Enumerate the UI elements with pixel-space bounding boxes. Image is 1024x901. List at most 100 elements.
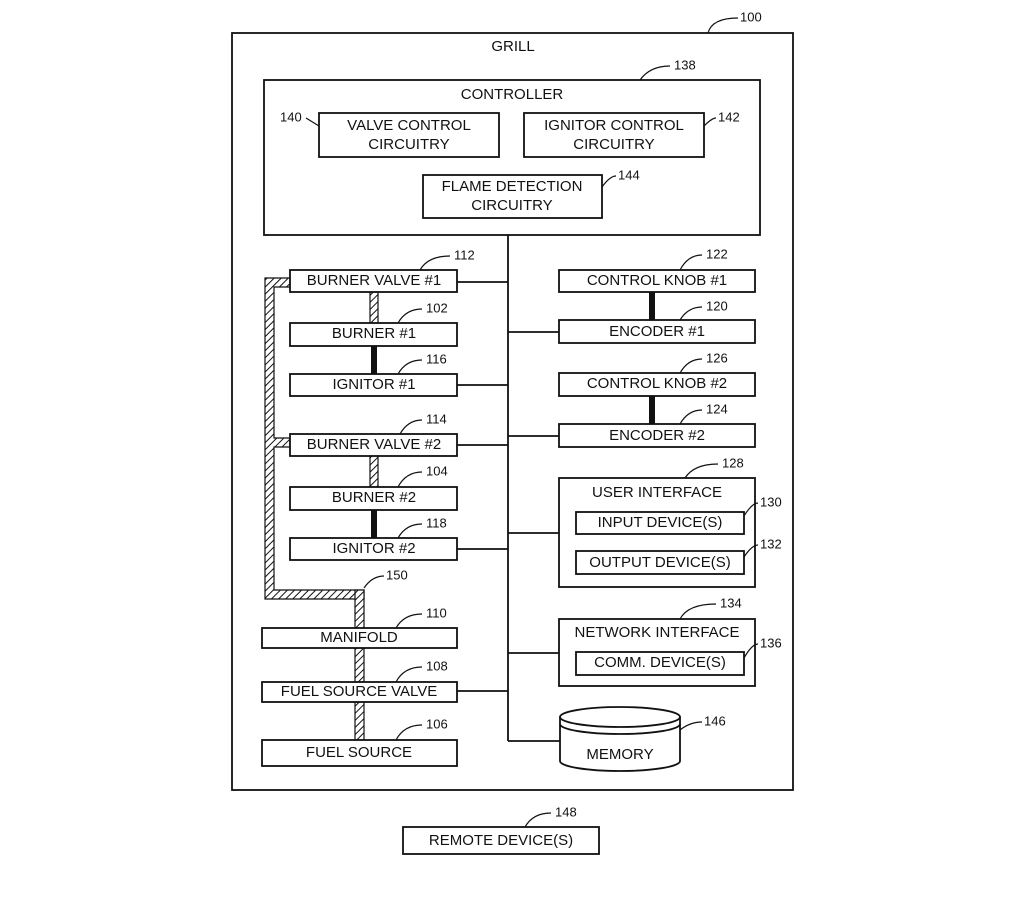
control-knob-2-ref-lead <box>679 358 703 374</box>
controller-label: CONTROLLER <box>461 86 564 103</box>
memory-label: MEMORY <box>586 746 653 763</box>
output-devices-label: OUTPUT DEVICE(S) <box>589 554 730 571</box>
comm-devices-ref-lead <box>743 643 759 659</box>
valve-control-box <box>318 112 500 158</box>
output-devices-ref-lead <box>743 544 759 558</box>
flame-detection-label-2: CIRCUITRY <box>471 197 552 214</box>
valve-control-label-2: CIRCUITRY <box>368 136 449 153</box>
control-knob-1-ref: 122 <box>706 246 728 261</box>
burner-1-ref: 102 <box>426 300 448 315</box>
ignitor-1-label: IGNITOR #1 <box>332 376 415 393</box>
flame-detection-label-1: FLAME DETECTION <box>442 178 583 195</box>
ignitor-2-box <box>289 537 458 561</box>
input-devices-ref: 130 <box>760 494 782 509</box>
user-interface-ref-lead <box>684 463 719 479</box>
burner-2-label: BURNER #2 <box>332 489 416 506</box>
control-knob-1-box <box>558 269 756 293</box>
network-interface-ref-lead <box>679 603 717 620</box>
remote-devices-box <box>402 826 600 855</box>
output-devices-box <box>575 550 745 575</box>
ignitor-control-ref: 142 <box>718 109 740 124</box>
burner-1-label: BURNER #1 <box>332 325 416 342</box>
valve-control-ref: 140 <box>280 109 302 124</box>
ignitor-2-ref-lead <box>397 523 423 539</box>
fuel-source-label: FUEL SOURCE <box>306 744 412 761</box>
control-knob-2-ref: 126 <box>706 350 728 365</box>
control-knob-1-ref-lead <box>679 254 703 271</box>
remote-devices-label: REMOTE DEVICE(S) <box>429 832 573 849</box>
control-knob-2-box <box>558 372 756 397</box>
user-interface-label: USER INTERFACE <box>592 484 722 501</box>
input-devices-label: INPUT DEVICE(S) <box>598 514 723 531</box>
comm-devices-ref: 136 <box>760 635 782 650</box>
control-knob-1-label: CONTROL KNOB #1 <box>587 272 727 289</box>
fuel-source-valve-ref-lead <box>395 666 423 683</box>
encoder-2-box <box>558 423 756 448</box>
remote-devices-ref: 148 <box>555 804 577 819</box>
output-devices-ref: 132 <box>760 536 782 551</box>
burner-1-ref-lead <box>397 308 423 324</box>
flame-detection-ref: 144 <box>618 167 640 182</box>
controller-ref-lead <box>639 65 671 81</box>
fuel-source-valve-ref: 108 <box>426 658 448 673</box>
encoder-1-ref: 120 <box>706 298 728 313</box>
manifold-label: MANIFOLD <box>320 629 398 646</box>
flame-detection-ref-lead <box>601 175 617 188</box>
memory-ref-lead <box>679 721 703 731</box>
valve-control-label-1: VALVE CONTROL <box>347 117 471 134</box>
ignitor-control-label-2: CIRCUITRY <box>573 136 654 153</box>
grill-ref-lead <box>707 17 739 34</box>
fuel-source-ref-lead <box>395 724 423 741</box>
encoder-2-label: ENCODER #2 <box>609 427 705 444</box>
burner-valve-2-box <box>289 433 458 457</box>
ignitor-1-ref-lead <box>397 359 423 375</box>
burner-1-box <box>289 322 458 347</box>
controller-ref: 138 <box>674 57 696 72</box>
flame-detection-box <box>422 174 603 219</box>
burner-valve-1-ref-lead <box>419 255 451 271</box>
burner-2-ref-lead <box>397 471 423 488</box>
fuel-line-ref: 150 <box>386 567 408 582</box>
memory-cylinder <box>559 706 681 772</box>
fuel-source-valve-box <box>261 681 458 703</box>
input-devices-ref-lead <box>743 502 759 517</box>
encoder-2-ref-lead <box>679 409 703 425</box>
comm-devices-box <box>575 651 745 676</box>
fuel-source-valve-label: FUEL SOURCE VALVE <box>281 683 437 700</box>
grill-label: GRILL <box>491 38 534 55</box>
manifold-ref: 110 <box>426 605 447 620</box>
valve-control-ref-lead <box>305 117 320 127</box>
manifold-box <box>261 627 458 649</box>
ignitor-2-label: IGNITOR #2 <box>332 540 415 557</box>
control-knob-2-label: CONTROL KNOB #2 <box>587 375 727 392</box>
ignitor-control-box <box>523 112 705 158</box>
thick-connectors <box>371 292 655 538</box>
manifold-ref-lead <box>395 613 423 629</box>
burner-valve-1-ref: 112 <box>454 247 475 262</box>
burner-valve-2-label: BURNER VALVE #2 <box>307 436 442 453</box>
fuel-line-ref-lead <box>363 575 385 589</box>
grill-ref: 100 <box>740 9 762 24</box>
encoder-1-box <box>558 319 756 344</box>
burner-2-box <box>289 486 458 511</box>
encoder-2-ref: 124 <box>706 401 728 416</box>
burner-valve-1-label: BURNER VALVE #1 <box>307 272 442 289</box>
network-interface-label: NETWORK INTERFACE <box>574 624 739 641</box>
encoder-1-ref-lead <box>679 306 703 321</box>
ignitor-control-ref-lead <box>703 117 717 127</box>
input-devices-box <box>575 511 745 535</box>
ignitor-1-ref: 116 <box>426 351 447 366</box>
memory-ref: 146 <box>704 713 726 728</box>
ignitor-1-box <box>289 373 458 397</box>
comm-devices-label: COMM. DEVICE(S) <box>594 654 726 671</box>
user-interface-ref: 128 <box>722 455 744 470</box>
encoder-1-label: ENCODER #1 <box>609 323 705 340</box>
burner-2-ref: 104 <box>426 463 448 478</box>
network-interface-ref: 134 <box>720 595 742 610</box>
remote-devices-ref-lead <box>524 812 552 828</box>
burner-valve-1-box <box>289 269 458 293</box>
burner-valve-2-ref-lead <box>399 419 423 435</box>
control-bus <box>457 235 560 742</box>
ignitor-control-label-1: IGNITOR CONTROL <box>544 117 684 134</box>
